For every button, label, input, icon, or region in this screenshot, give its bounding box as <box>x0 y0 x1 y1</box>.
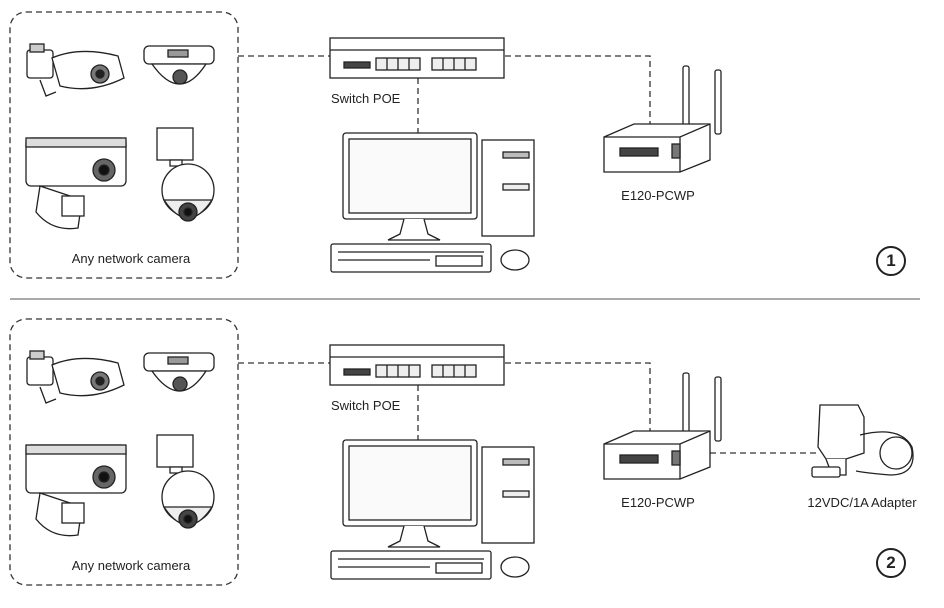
power-adapter-icon <box>811 404 914 478</box>
scenario-1-drawing <box>9 11 722 279</box>
dome-camera-icon <box>143 352 215 392</box>
switch-label: Switch POE <box>331 398 401 413</box>
adapter-label: 12VDC/1A Adapter <box>807 495 917 510</box>
ptz-camera-icon <box>156 434 215 529</box>
box-camera-icon <box>25 137 127 230</box>
desktop-pc-icon <box>330 132 535 273</box>
cameras-label: Any network camera <box>71 558 191 573</box>
cameras-label: Any network camera <box>71 251 191 266</box>
mouse-icon <box>500 249 530 271</box>
poe-switch-icon <box>329 344 505 386</box>
scenario-number-badge: 1 <box>876 246 906 276</box>
device-label: E120-PCWP <box>621 495 695 510</box>
bullet-camera-icon <box>26 350 125 404</box>
scenario-number-badge: 2 <box>876 548 906 578</box>
ptz-camera-icon <box>156 127 215 222</box>
poe-switch-icon <box>329 37 505 79</box>
e120-device-icon <box>603 372 722 480</box>
switch-label: Switch POE <box>331 91 401 106</box>
desktop-pc-icon <box>330 439 535 580</box>
dome-camera-icon <box>143 45 215 85</box>
bullet-camera-icon <box>26 43 125 97</box>
switch-device-link <box>505 55 651 125</box>
scenario-2-drawing <box>9 318 914 586</box>
e120-device-icon <box>603 65 722 173</box>
switch-device-link <box>505 362 651 432</box>
box-camera-icon <box>25 444 127 537</box>
mouse-icon <box>500 556 530 578</box>
scenario-separator <box>10 298 920 300</box>
device-label: E120-PCWP <box>621 188 695 203</box>
